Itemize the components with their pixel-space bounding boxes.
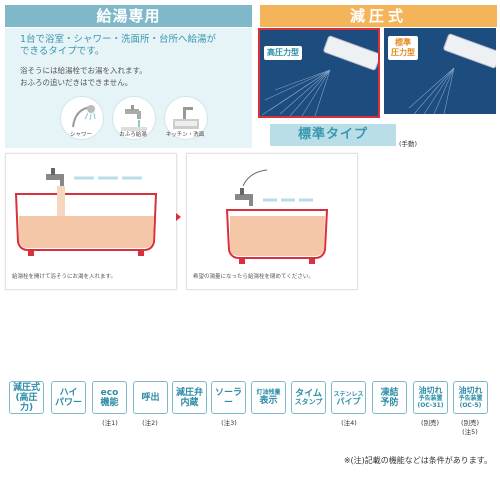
feature-note: (注4) [341,419,357,427]
feature-time-stamp: タイムスタンプ [291,381,326,414]
feature-note: (別売) [420,419,440,427]
feature-line: 油切れ [458,386,483,395]
bath-fill-label: おふろ給湯 [119,132,147,138]
footer-disclaimer: ※(注)記載の機能などは条件があります。 [343,456,492,465]
feature-solar: ソーラー [211,381,246,414]
feature-note: (注2) [142,419,158,427]
feature-line: 減圧式 [12,382,40,393]
feature-line: (OC-5) [459,402,482,409]
feature-line: スタンプ [294,398,323,406]
high-pressure-photo[interactable]: 高圧力型 [258,28,380,118]
feature-call: 呼出 [133,381,168,414]
feature-line: 予告装置 [418,395,443,402]
feature-line: ハイ [59,387,78,398]
bath-panel-fill: 給湯栓を開けて浴そうにお湯を入れます。 [5,153,177,290]
feature-oil-warning-oc5: 油切れ予告装置(OC-5) [453,381,488,414]
feature-line: ステンレス [333,390,364,398]
feature-note: (注5) [462,428,478,436]
standard-pressure-photo[interactable]: 標準 圧力型 [384,28,496,114]
feature-line: 表示 [259,395,278,406]
shower-label: シャワー [69,132,92,138]
tag-line: 標準 [395,38,411,47]
feature-line: eco [100,387,119,398]
bath-caption-fill: 給湯栓を開けて浴そうにお湯を入れます。 [12,274,116,280]
tag-line: 圧力型 [391,48,415,57]
feature-pressure-reducing: 減圧式(高圧力) [9,381,44,414]
feature-stainless-pipe: ステンレスパイプ [331,381,366,414]
feature-line: 油切れ [418,386,443,395]
hot-water-description: 1台で浴室・シャワー・洗面所・台所へ給湯が できるタイプです。 [20,34,240,58]
feature-note: (別売) [460,419,480,427]
hot-water-only-header: 給湯専用 [5,5,252,27]
manual-note: (手動) [399,140,418,148]
standard-pressure-tag: 標準 圧力型 [388,36,418,60]
feature-line: 内蔵 [180,397,199,408]
next-step-arrow-icon [176,213,181,221]
feature-line: (高圧力) [15,392,38,413]
feature-line: (OC-31) [417,402,444,409]
feature-oil-level: 灯油残量表示 [251,381,286,414]
feature-line: パイプ [336,396,361,406]
feature-high-power: ハイパワー [51,381,86,414]
feature-line: ソーラー [214,387,242,408]
feature-line: 機能 [100,397,119,408]
feature-freeze-prevention: 凍結予防 [372,381,407,414]
bath-caption-stop: 希望の湯量になったら給湯栓を閉めてください。 [193,274,314,280]
feature-oil-warning-oc31: 油切れ予告装置(OC-31) [413,381,448,414]
feature-line: 凍結 [380,387,399,398]
shower-icon [60,96,104,140]
description-line: 1台で浴室・シャワー・洗面所・台所へ給湯が [20,34,217,45]
feature-line: パワー [54,397,82,408]
note-line: 浴そうには給湯栓でお湯を入れます。 [20,66,147,75]
bath-note: 浴そうには給湯栓でお湯を入れます。 おふろの追いだきはできません。 [20,65,240,89]
feature-line: 予防 [380,397,399,408]
kitchen-sink-icon [164,96,208,140]
feature-line: 呼出 [141,392,160,403]
high-pressure-tag: 高圧力型 [264,46,302,60]
feature-line: 減圧弁 [175,387,203,398]
feature-note: (注3) [221,419,237,427]
pressure-reducing-header: 減圧式 [260,5,497,27]
note-line: おふろの追いだきはできません。 [20,78,133,87]
kitchen-label: キッチン・洗面 [165,132,205,138]
feature-built-in-valve: 減圧弁内蔵 [172,381,207,414]
description-line: できるタイプです。 [20,46,105,57]
feature-line: タイム [295,389,322,399]
feature-line: 予告装置 [458,395,483,402]
standard-type-label: 標準タイプ [270,124,396,146]
feature-line: 灯油残量 [256,388,281,396]
feature-note: (注1) [102,419,118,427]
bath-panel-stop: 希望の湯量になったら給湯栓を閉めてください。 [186,153,358,290]
faucet-icon [112,96,156,140]
